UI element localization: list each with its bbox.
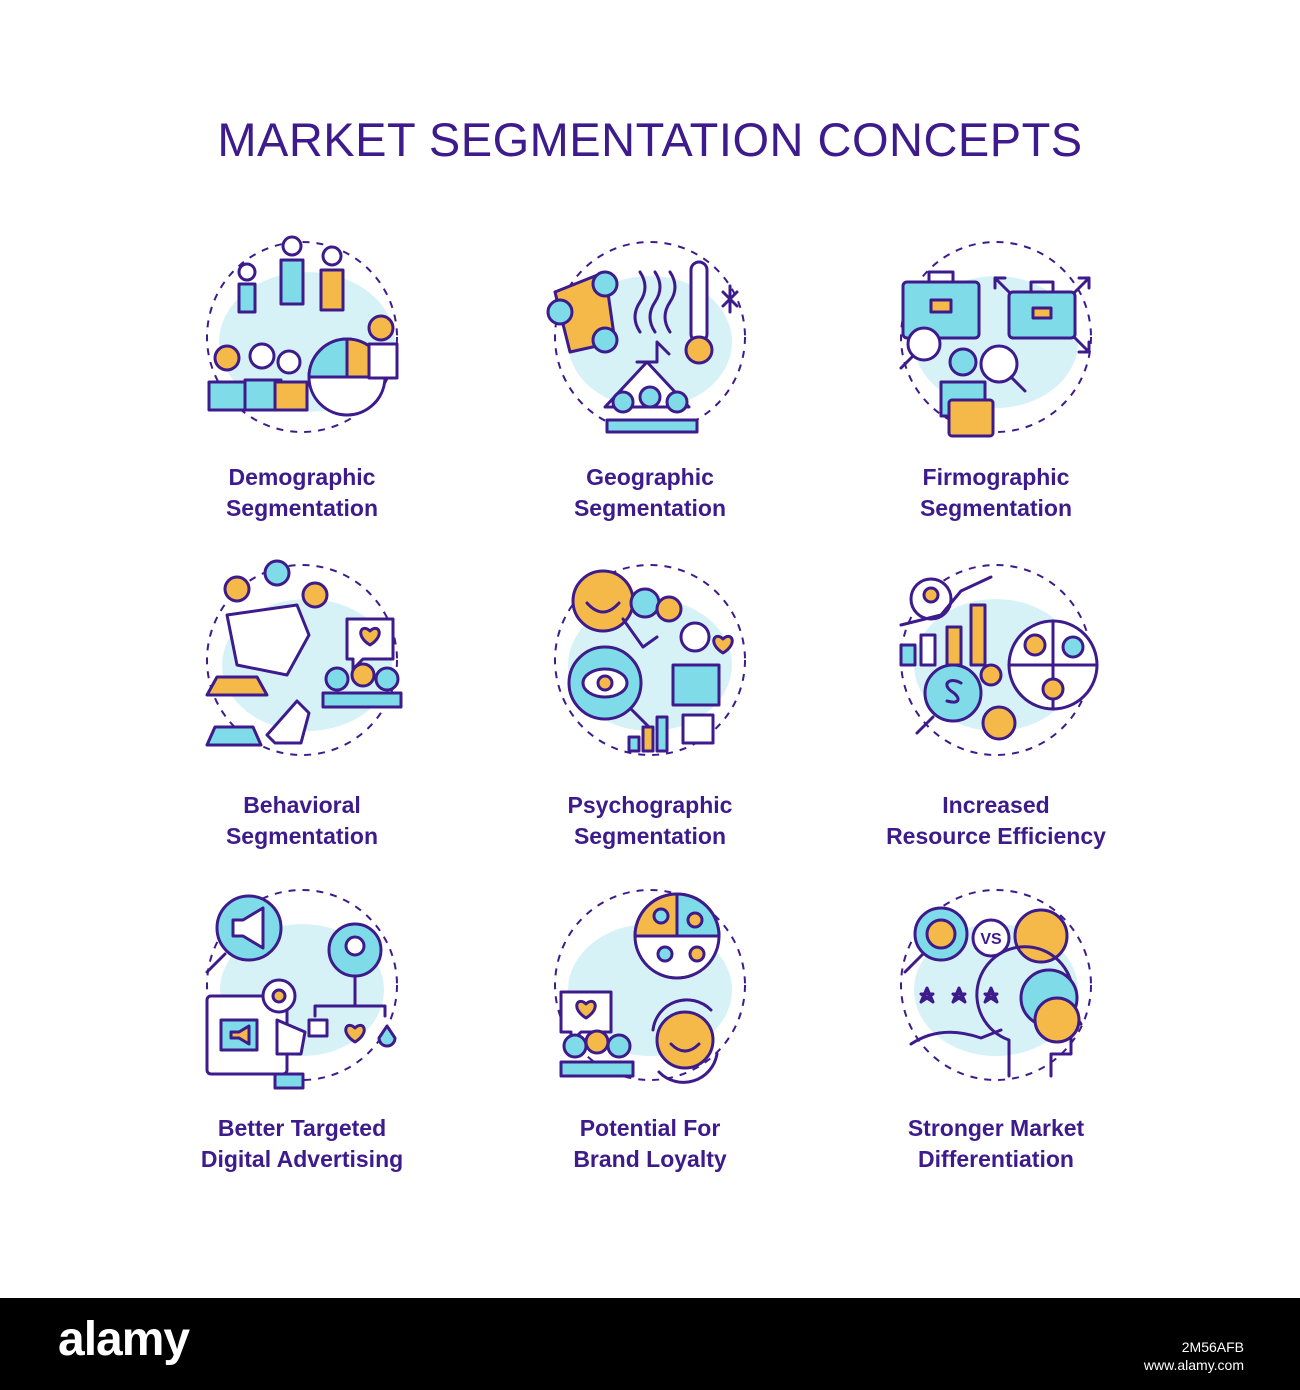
concept-card-brand-loyalty: Potential For Brand Loyalty [480, 880, 820, 1180]
brand-logo: alamy [58, 1313, 190, 1366]
concept-card-demographic: Demographic Segmentation [132, 232, 472, 532]
concept-line2: Brand Loyalty [573, 1146, 727, 1172]
emoji-map-car-icon [205, 559, 403, 756]
concept-line2: Resource Efficiency [886, 823, 1106, 849]
people-pie-chart-icon [206, 235, 399, 433]
concept-card-geographic: Geographic Segmentation [480, 232, 820, 532]
concept-card-behavioral: Behavioral Segmentation [132, 555, 472, 855]
map-thermometer-icon [546, 241, 746, 434]
concept-line1: Increased [942, 792, 1050, 818]
megaphone-gear-icon [205, 889, 398, 1090]
concept-line2: Segmentation [919, 495, 1073, 521]
heart-smile-cycle-icon [554, 889, 746, 1084]
concept-line1: Potential For [579, 1115, 721, 1141]
concept-card-resource-efficiency: Increased Resource Efficiency [826, 555, 1166, 855]
concept-line2: Segmentation [573, 823, 727, 849]
concept-card-firmographic: Firmographic Segmentation [826, 232, 1166, 532]
vs-stars-brain-icon: VS [900, 889, 1092, 1081]
chart-gear-target-icon [899, 564, 1099, 756]
site-url: www.alamy.com [1143, 1357, 1244, 1373]
concept-card-digital-advertising: Better Targeted Digital Advertising [132, 880, 472, 1180]
concept-line1: Firmographic [922, 464, 1070, 490]
concept-line2: Differentiation [918, 1146, 1074, 1172]
concept-line2: Segmentation [573, 495, 727, 521]
concept-line2: Segmentation [225, 823, 379, 849]
concept-line2: Digital Advertising [200, 1146, 404, 1172]
briefcase-arrows-icon [899, 241, 1092, 438]
svg-text:VS: VS [980, 931, 1002, 948]
concept-line1: Stronger Market [907, 1115, 1085, 1141]
concept-line2: Segmentation [225, 495, 379, 521]
concept-card-psychographic: Psychographic Segmentation [480, 555, 820, 855]
image-code: 2M56AFB [1181, 1339, 1244, 1355]
page-title: MARKET SEGMENTATION CONCEPTS [217, 113, 1083, 166]
emoji-eye-heart-icon [554, 564, 746, 756]
concept-line1: Psychographic [567, 792, 733, 818]
concept-line1: Geographic [586, 464, 714, 490]
concept-line1: Demographic [228, 464, 376, 490]
watermark-footer: alamy 2M56AFB www.alamy.com [0, 1298, 1300, 1390]
concept-line1: Better Targeted [217, 1115, 387, 1141]
concept-card-market-differentiation: VS Stronger Market Differentiation [826, 880, 1166, 1180]
concept-line1: Behavioral [243, 792, 361, 818]
